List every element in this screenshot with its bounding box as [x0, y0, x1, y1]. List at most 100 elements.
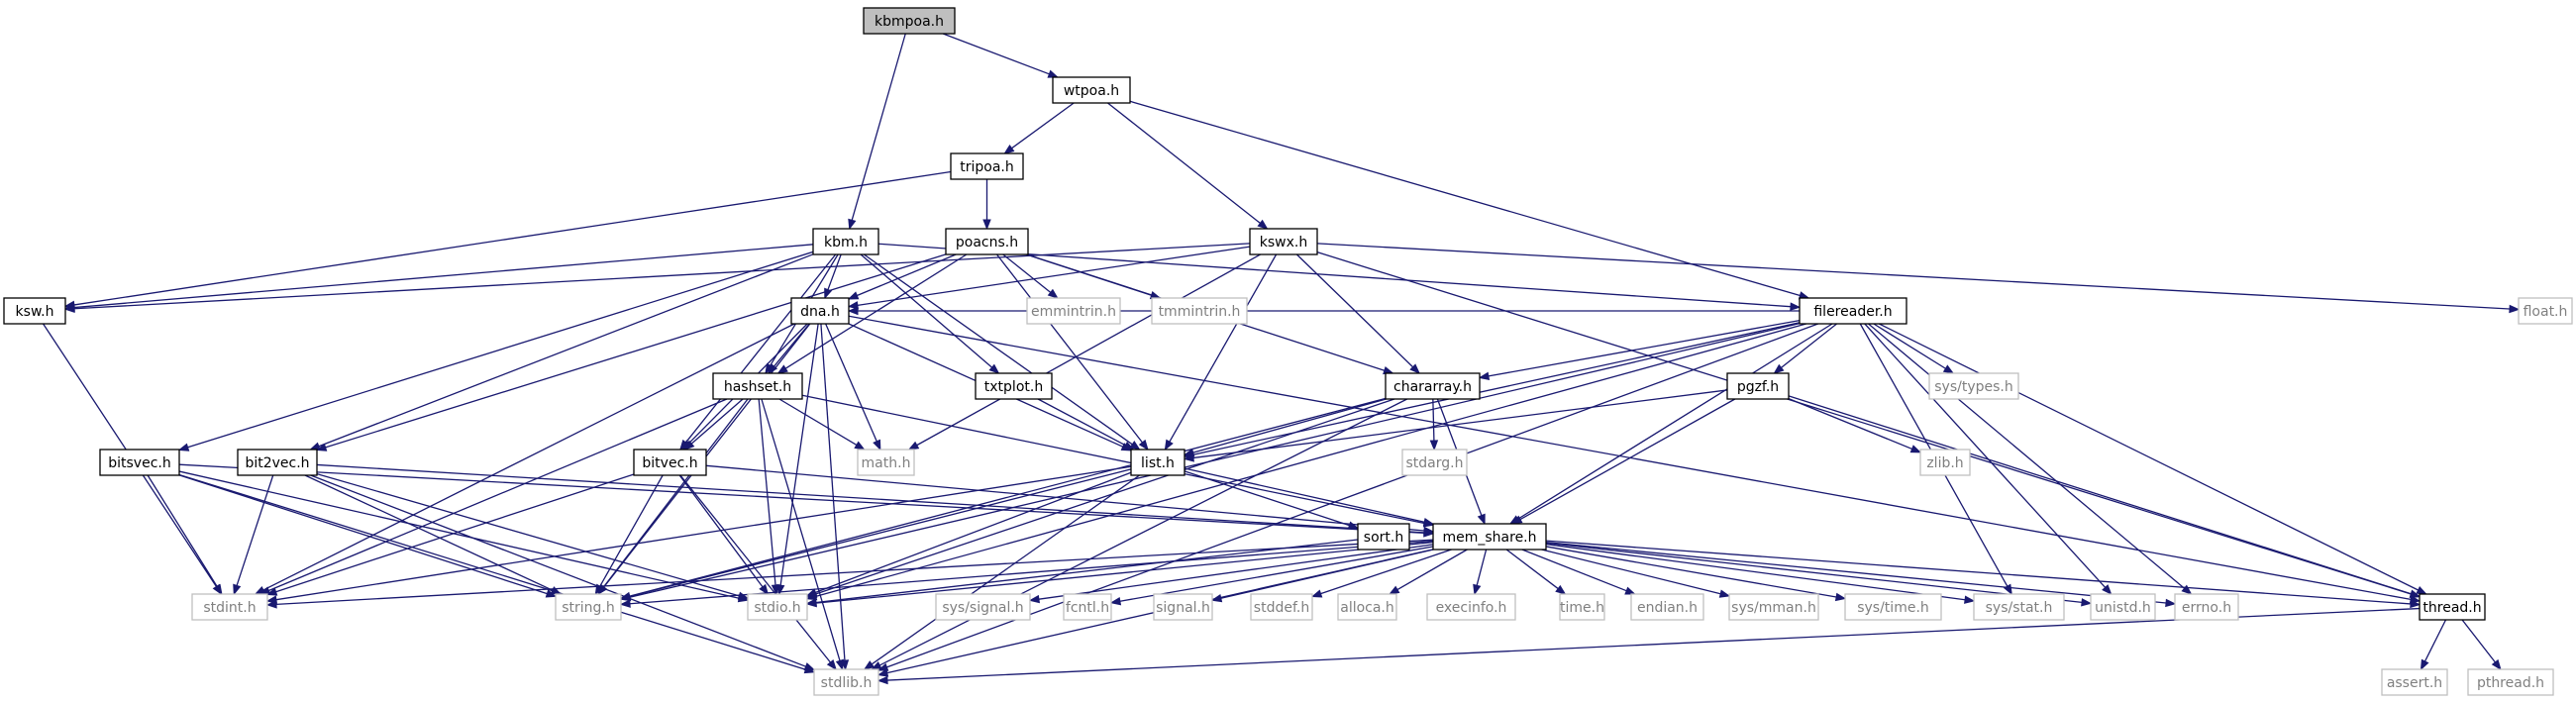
- edge-txtplot-to-list: [1037, 398, 1135, 451]
- edge-arrowhead: [771, 584, 780, 596]
- node-box: [99, 449, 180, 476]
- node-chararray[interactable]: chararray.h: [1385, 372, 1481, 400]
- node-assert: assert.h: [2381, 668, 2448, 696]
- node-box: [555, 593, 622, 621]
- node-label: hashset.h: [724, 379, 791, 395]
- node-filereader[interactable]: filereader.h: [1799, 297, 1907, 325]
- edge-line: [684, 253, 837, 444]
- node-label: execinfo.h: [1436, 600, 1507, 616]
- edge-layer: [43, 33, 2521, 685]
- node-pgzf[interactable]: pgzf.h: [1726, 372, 1790, 400]
- node-sort[interactable]: sort.h: [1357, 523, 1410, 551]
- edge-line: [942, 33, 1050, 75]
- edge-line: [1037, 398, 1126, 447]
- node-label: kswx.h: [1260, 235, 1307, 251]
- edge-memshare-to-fcntl: [1109, 546, 1434, 606]
- node-label: math.h: [862, 455, 911, 471]
- node-endian: endian.h: [1630, 593, 1704, 621]
- edge-line: [629, 397, 1387, 597]
- node-poacns[interactable]: poacns.h: [945, 228, 1029, 255]
- edge-line: [825, 323, 877, 443]
- edge-arrowhead: [1047, 288, 1059, 299]
- node-emmintrin: emmintrin.h: [1026, 297, 1121, 325]
- node-box: [1130, 449, 1185, 476]
- edge-arrowhead: [619, 592, 632, 601]
- edge-arrowhead: [177, 443, 190, 451]
- edge-line: [310, 474, 806, 667]
- edge-arrowhead: [2420, 658, 2429, 671]
- node-memshare[interactable]: mem_share.h: [1432, 523, 1547, 551]
- node-sysmman: sys/mman.h: [1728, 593, 1819, 621]
- node-thread[interactable]: thread.h: [2419, 593, 2486, 621]
- node-box: [2090, 593, 2156, 621]
- node-box: [813, 668, 879, 696]
- edge-dna-to-math: [825, 323, 881, 451]
- edge-bitsvec-to-stdint: [147, 474, 223, 596]
- edge-line: [878, 398, 1408, 666]
- edge-kbm-to-bitsvec: [177, 251, 814, 451]
- node-dna[interactable]: dna.h: [790, 297, 850, 325]
- edge-line: [1521, 549, 1627, 592]
- edge-arrowhead: [1423, 526, 1435, 536]
- edge-arrowhead: [848, 218, 857, 231]
- edge-kbm-to-list: [863, 253, 1141, 451]
- node-kbmpoa[interactable]: kbmpoa.h: [863, 7, 956, 35]
- edge-hashset-to-stdint: [258, 398, 728, 595]
- node-wtpoa[interactable]: wtpoa.h: [1052, 76, 1131, 104]
- edge-pgzf-to-zlib: [1788, 398, 1922, 453]
- edge-tripoa-to-poacns: [982, 179, 991, 231]
- edge-arrowhead: [863, 660, 876, 670]
- edge-memshare-to-endian: [1521, 549, 1636, 595]
- edge-memshare-to-sysstat: [1545, 543, 1976, 604]
- node-label: sys/time.h: [1857, 600, 1929, 616]
- edge-list-to-stdio: [805, 471, 1132, 597]
- node-unistd: unistd.h: [2090, 593, 2156, 621]
- edge-line: [178, 473, 806, 670]
- edge-hashset-to-math: [778, 398, 866, 451]
- edge-line: [1192, 389, 1728, 459]
- edge-line: [304, 474, 554, 591]
- node-box: [1799, 297, 1907, 325]
- edge-line: [178, 463, 1425, 535]
- node-ksw[interactable]: ksw.h: [3, 297, 66, 325]
- edge-line: [815, 471, 1132, 594]
- node-list[interactable]: list.h: [1130, 449, 1185, 476]
- node-bitvec[interactable]: bitvec.h: [633, 449, 707, 476]
- node-tripoa[interactable]: tripoa.h: [950, 152, 1024, 180]
- node-bitsvec[interactable]: bitsvec.h: [99, 449, 180, 476]
- edge-filereader-to-list: [1183, 322, 1801, 459]
- edge-line: [801, 394, 1425, 525]
- edge-filereader-to-errno: [1868, 323, 2193, 595]
- edge-memshare-to-thread: [1545, 540, 2421, 609]
- edge-line: [1107, 102, 1261, 224]
- node-box: [1357, 523, 1410, 551]
- edge-line: [863, 253, 1133, 446]
- node-syssignal: sys/signal.h: [935, 593, 1031, 621]
- edge-line: [1545, 541, 2167, 604]
- edge-kswx-to-float: [1316, 243, 2521, 314]
- node-box: [1249, 228, 1318, 255]
- edge-line: [916, 253, 1261, 447]
- edge-kbmpoa-to-wtpoa: [942, 33, 1060, 78]
- node-box: [1973, 593, 2065, 621]
- node-kbm[interactable]: kbm.h: [812, 228, 879, 255]
- node-kswx[interactable]: kswx.h: [1249, 228, 1318, 255]
- edge-line: [1788, 398, 1912, 451]
- node-label: thread.h: [2422, 600, 2481, 616]
- edge-arrowhead: [988, 363, 1000, 374]
- edge-arrowhead: [2081, 598, 2093, 607]
- edge-line: [779, 323, 819, 586]
- node-time: time.h: [1559, 593, 1605, 621]
- edge-line: [815, 398, 1395, 595]
- node-label: unistd.h: [2095, 600, 2151, 616]
- node-box: [857, 449, 915, 476]
- edge-line: [1220, 549, 1434, 599]
- node-bit2vec[interactable]: bit2vec.h: [237, 449, 318, 476]
- node-stdarg: stdarg.h: [1401, 449, 1468, 476]
- node-txtplot[interactable]: txtplot.h: [975, 372, 1053, 400]
- node-hashset[interactable]: hashset.h: [712, 372, 803, 400]
- edge-bit2vec-to-stdio: [316, 472, 750, 600]
- node-box: [2518, 297, 2573, 325]
- edge-arrowhead: [805, 598, 817, 608]
- edge-line: [815, 541, 1434, 604]
